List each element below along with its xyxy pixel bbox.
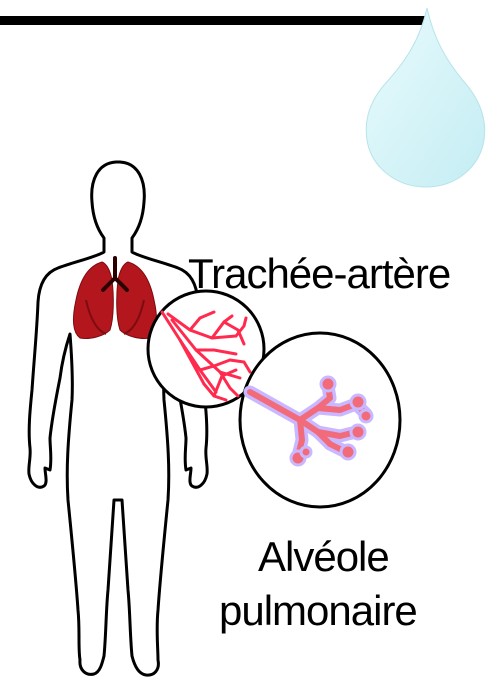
human-body-outline — [29, 162, 207, 675]
water-drop-icon — [366, 8, 484, 187]
label-alveole-line1: Alvéole — [258, 536, 389, 578]
label-alveole-line2: pulmonaire — [219, 590, 417, 632]
alveoli-zoom-circle — [240, 333, 400, 507]
label-trachee: Trachée-artère — [188, 253, 450, 295]
